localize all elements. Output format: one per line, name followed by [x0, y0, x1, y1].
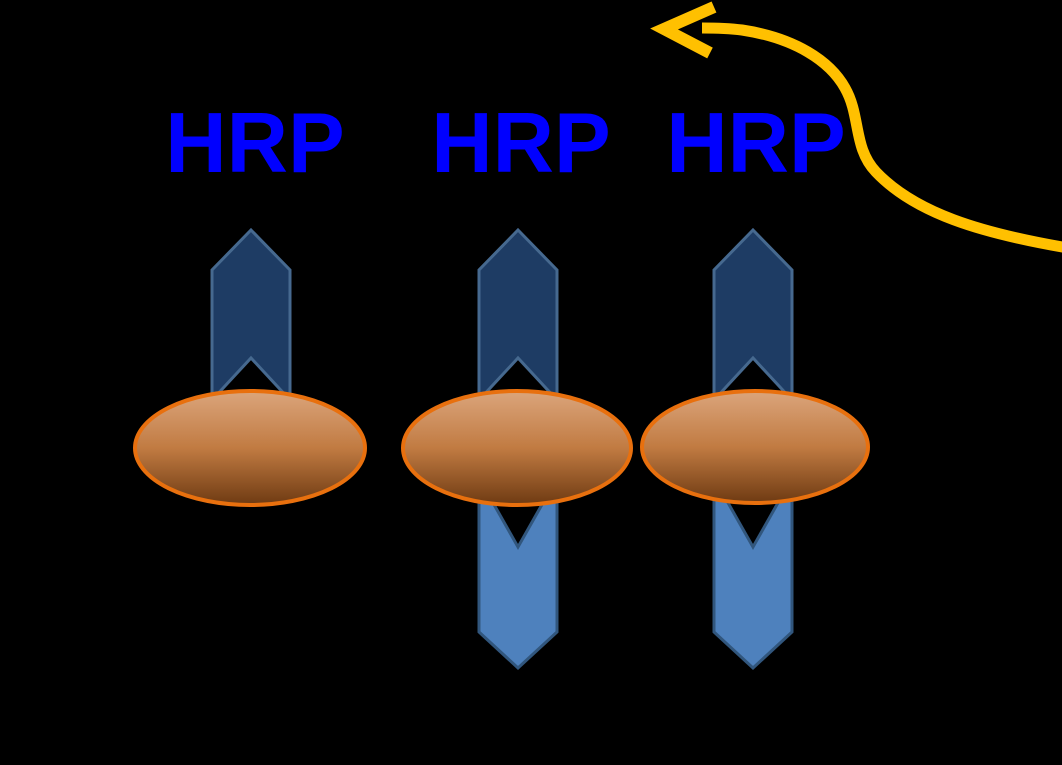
up-arrow-3 — [712, 227, 794, 404]
down-arrow-2 — [477, 472, 559, 671]
curved-arrow-shaft — [701, 22, 1062, 253]
oval-3 — [640, 389, 870, 505]
curved-arrow — [650, 1, 1062, 253]
oval-1 — [133, 389, 367, 507]
hrp-label-2: HRP — [431, 96, 610, 191]
curved-arrow-head-icon — [650, 1, 717, 59]
hrp-label-1: HRP — [165, 96, 344, 191]
up-arrow-2 — [477, 227, 559, 404]
down-arrow-3 — [712, 472, 794, 671]
oval-2 — [401, 389, 633, 507]
up-arrow-1 — [210, 227, 292, 404]
hrp-label-3: HRP — [666, 96, 845, 191]
